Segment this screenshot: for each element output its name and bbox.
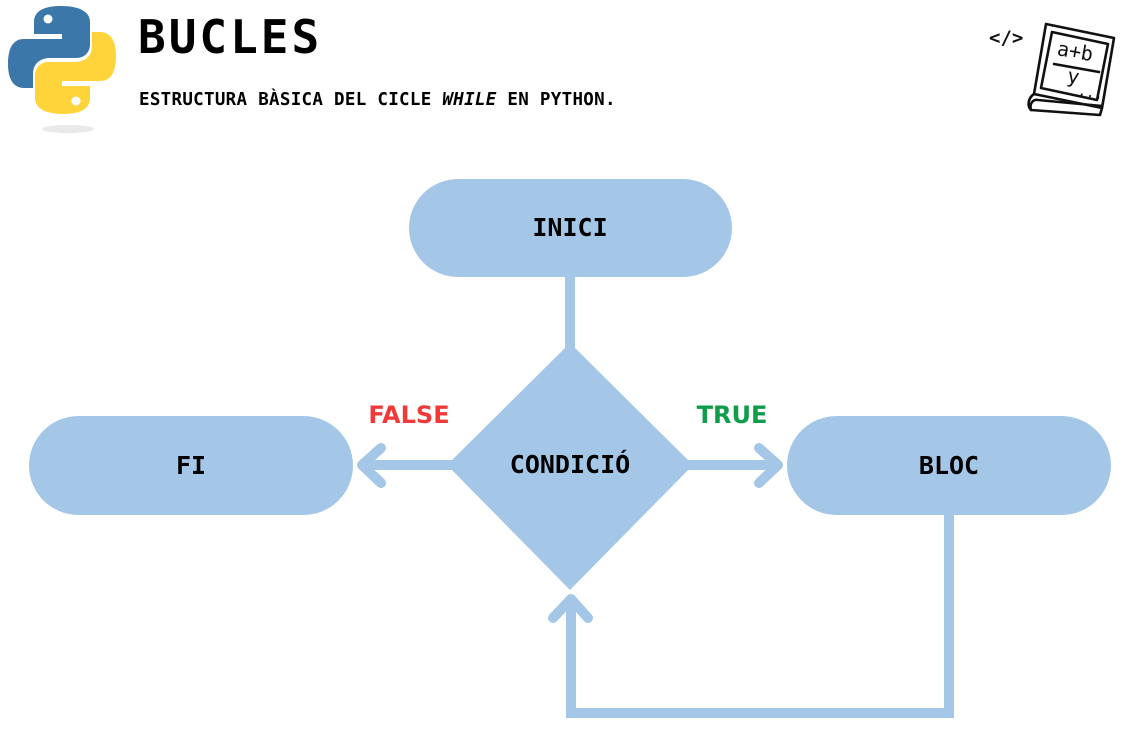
book-formula-bottom: y [1065,63,1081,89]
subtitle-keyword: WHILE [442,90,497,110]
page-title: BUCLES [138,10,323,64]
false-arrow-head [357,443,386,488]
start-node-label: INICI [532,213,607,242]
book-dots: ... [1077,83,1105,103]
subtitle-text-end: EN PYTHON. [496,90,616,110]
true-arrow-head [754,443,783,488]
condition-node [447,343,693,590]
start-node [409,179,732,277]
condition-node-label: CONDICIÓ [510,449,630,479]
subtitle-text-start: ESTRUCTURA BÀSICA DEL CICLE [139,90,443,110]
loop-back-arrow-head [548,594,593,623]
end-node-label: FI [176,451,206,480]
page-subtitle: ESTRUCTURA BÀSICA DEL CICLE WHILE EN PYT… [139,90,616,110]
true-branch-label: TRUE [697,401,768,429]
connectors [357,275,954,718]
code-tag-icon: </> [989,27,1023,49]
end-node [29,416,353,515]
false-branch-label: FALSE [368,401,449,429]
block-node-label: BLOC [919,451,979,480]
python-logo-icon [8,6,116,133]
loop-back-connector [566,515,954,718]
code-math-book-icon: </> a+b y ... [989,22,1116,117]
block-node [787,416,1111,515]
